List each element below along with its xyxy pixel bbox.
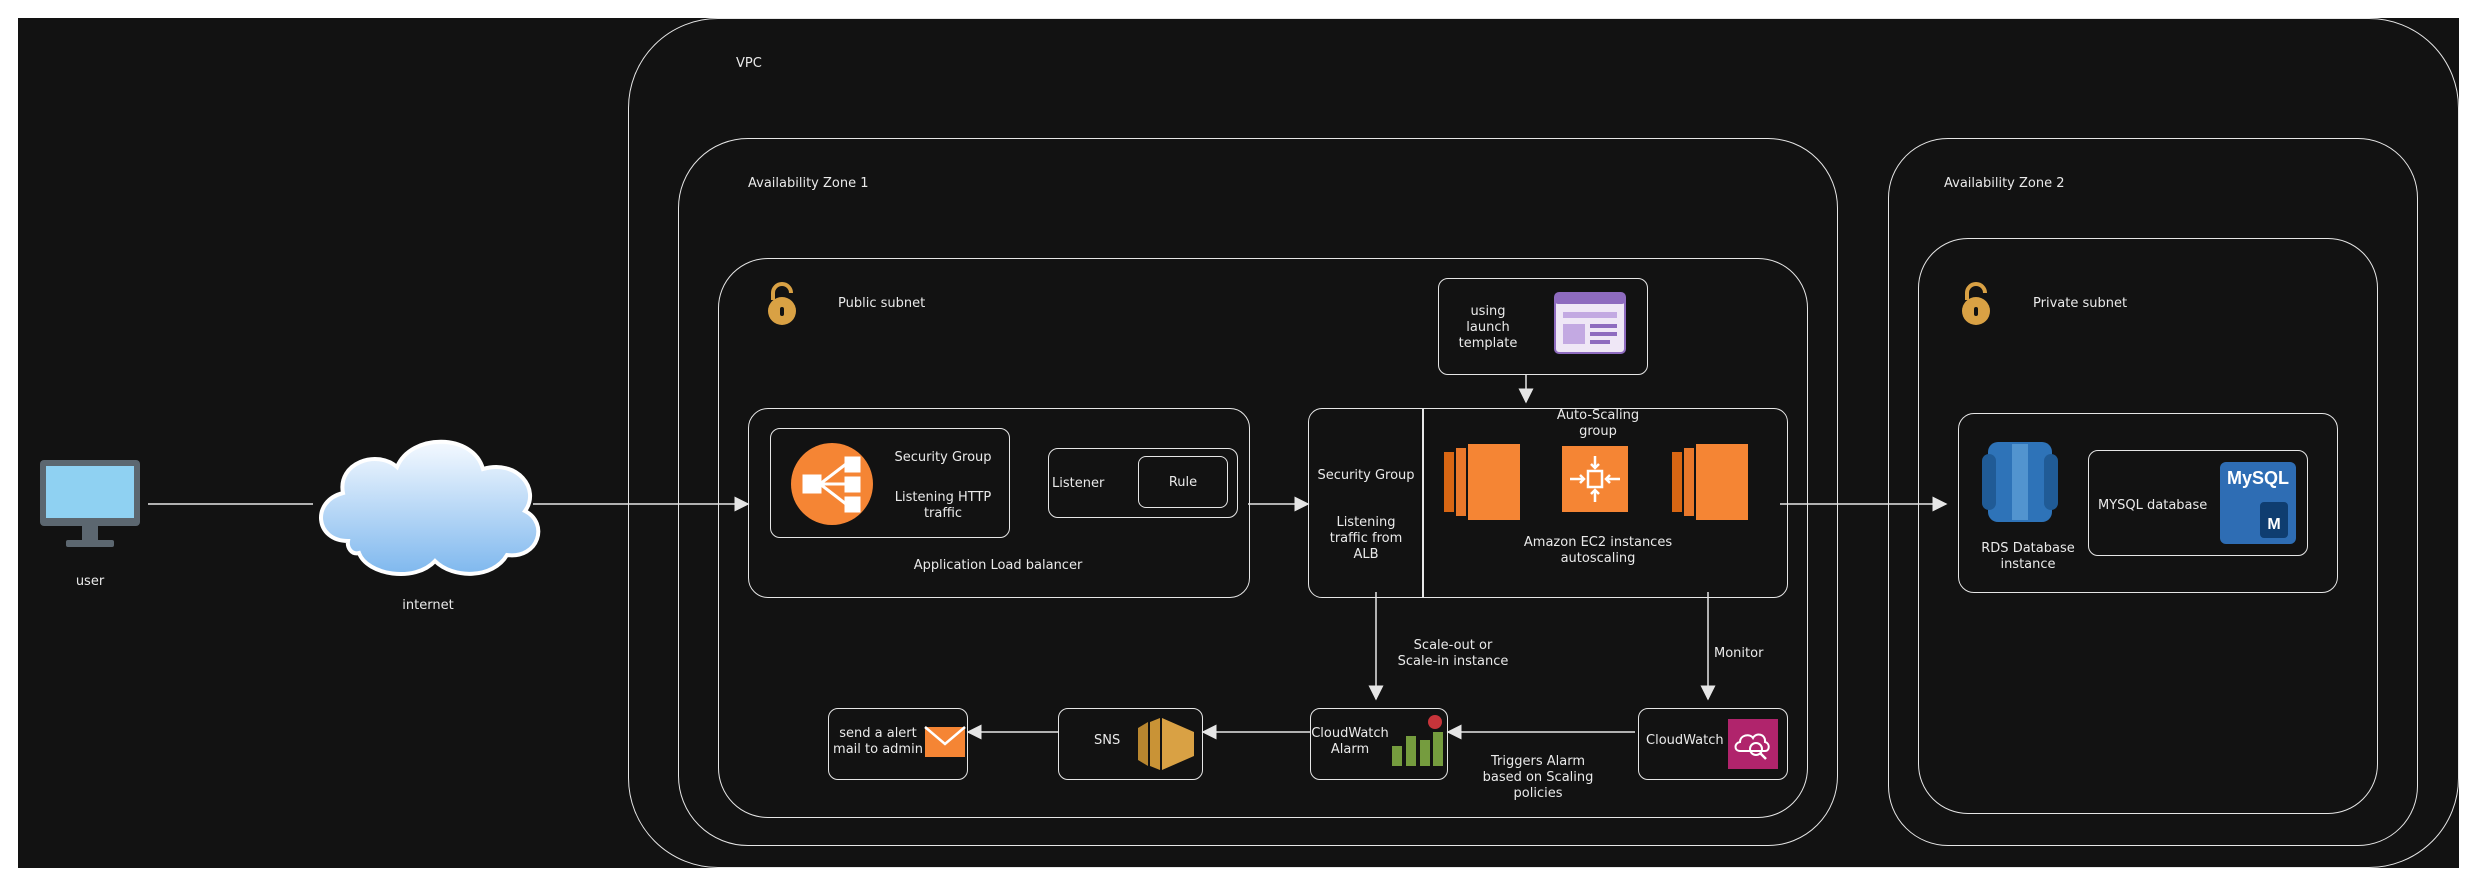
triggers-label-line1: Triggers Alarm	[1491, 754, 1585, 769]
asg-label-line2: group	[1579, 424, 1617, 439]
ec2-label-line1: Amazon EC2 instances	[1523, 535, 1673, 550]
sns-box	[1058, 708, 1203, 780]
rds-database-icon	[1982, 442, 2058, 522]
alb-listening-line2: traffic	[923, 506, 963, 521]
mysql-label: MYSQL database	[2098, 498, 2208, 513]
application-load-balancer	[748, 408, 1250, 598]
alarm-label-line1: CloudWatch	[1311, 726, 1389, 741]
ec2-label-line2: autoscaling	[1560, 551, 1636, 566]
monitor-label: Monitor	[1714, 646, 1764, 661]
listener-box	[1048, 448, 1238, 518]
vpc-label: VPC	[736, 56, 762, 71]
rds-container	[1958, 413, 2338, 593]
auto-scaling-group	[1308, 408, 1788, 598]
alb-security-group-label: Security Group	[894, 450, 992, 465]
alb-security-group-box	[770, 428, 1010, 538]
cloudwatch-box	[1638, 708, 1788, 780]
launch-template-line3: template	[1458, 336, 1518, 351]
scale-label-line2: Scale-in instance	[1397, 654, 1509, 669]
asg-security-group-label: Security Group	[1317, 468, 1415, 483]
asg-listening-line3: ALB	[1353, 547, 1379, 562]
mail-box	[828, 708, 968, 780]
mail-icon	[924, 726, 966, 757]
mysql-database-box	[2088, 450, 2308, 556]
desktop-computer-icon	[40, 460, 140, 547]
asg-divider	[1422, 409, 1424, 597]
internet-label: internet	[402, 598, 454, 613]
ec2-instance-icon	[1672, 444, 1748, 520]
alarm-icon	[1392, 715, 1443, 766]
az1-container	[678, 138, 1838, 846]
cloudwatch-label: CloudWatch	[1646, 733, 1724, 748]
mail-label-line2: mail to admin	[833, 742, 923, 757]
load-balancer-icon	[791, 443, 873, 525]
mysql-logo-text: MySQL	[2226, 468, 2289, 488]
vpc-container	[628, 18, 2459, 868]
lock-icon	[1962, 282, 1990, 325]
cloudwatch-icon	[1728, 719, 1778, 769]
asg-label-line1: Auto-Scaling	[1556, 408, 1640, 423]
triggers-label-line2: based on Scaling	[1482, 770, 1594, 785]
internet-cloud-icon	[319, 439, 541, 576]
asg-listening-line1: Listening	[1336, 515, 1396, 530]
listener-label: Listener	[1052, 476, 1105, 491]
mail-label-line1: send a alert	[839, 726, 917, 741]
lock-icon	[768, 282, 796, 325]
public-subnet-container	[718, 258, 1808, 818]
sns-label: SNS	[1094, 733, 1121, 748]
mysql-badge: M	[2260, 502, 2288, 538]
launch-template-box	[1438, 278, 1648, 375]
rule-box	[1138, 456, 1228, 508]
alb-label: Application Load balancer	[913, 558, 1083, 573]
mysql-logo-icon: MySQL M	[2220, 462, 2296, 544]
mysql-badge-text: M	[2267, 516, 2281, 533]
public-subnet-label: Public subnet	[838, 296, 926, 311]
az2-label: Availability Zone 2	[1944, 176, 2065, 191]
launch-template-icon	[1554, 292, 1626, 354]
cloudwatch-alarm-box	[1310, 708, 1448, 780]
auto-scaling-icon	[1562, 446, 1628, 512]
rds-label-line2: instance	[2000, 557, 2056, 572]
private-subnet-label: Private subnet	[2033, 296, 2128, 311]
sns-icon	[1138, 718, 1194, 770]
scale-label-line1: Scale-out or	[1413, 638, 1493, 653]
private-subnet-container	[1918, 238, 2378, 814]
az2-container	[1888, 138, 2418, 846]
launch-template-line1: using	[1470, 304, 1506, 319]
triggers-label-line3: policies	[1513, 786, 1563, 801]
az1-label: Availability Zone 1	[748, 176, 869, 191]
user-label: user	[75, 574, 105, 589]
rule-label: Rule	[1168, 475, 1198, 490]
launch-template-line2: launch	[1466, 320, 1510, 335]
ec2-instance-icon	[1444, 444, 1520, 520]
alarm-label-line2: Alarm	[1330, 742, 1370, 757]
asg-listening-line2: traffic from	[1329, 531, 1403, 546]
rds-label-line1: RDS Database	[1981, 541, 2075, 556]
diagram-canvas: VPC Availability Zone 1 Availability Zon…	[18, 18, 2459, 868]
alb-listening-line1: Listening HTTP	[894, 490, 992, 505]
